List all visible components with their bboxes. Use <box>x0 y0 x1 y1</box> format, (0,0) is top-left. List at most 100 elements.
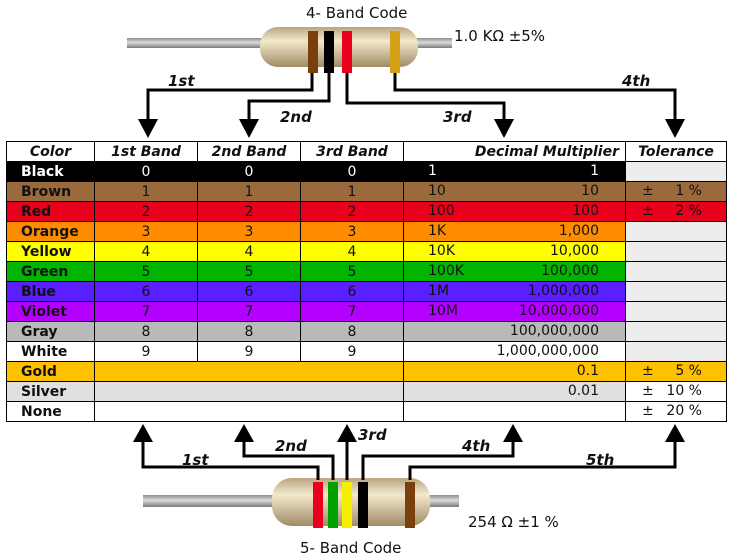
tolerance-cell <box>625 161 727 182</box>
band3-digit-cell: 0 <box>300 161 404 182</box>
label-top-2nd: 2nd <box>280 108 312 126</box>
band2-digit-cell: 9 <box>197 341 301 362</box>
tolerance-cell: ±10 % <box>625 381 727 402</box>
band2-digit-cell: 8 <box>197 321 301 342</box>
band-digits-empty-cell <box>94 361 404 382</box>
band2-digit-cell: 3 <box>197 221 301 242</box>
band2-digit-cell: 5 <box>197 261 301 282</box>
band-yellow-bottom <box>342 482 352 528</box>
arrowhead-up-2nd <box>234 424 254 442</box>
band-brown-bottom <box>405 482 415 528</box>
table-row: None ±20 % <box>6 401 727 422</box>
multiplier-cell: 0.01 <box>403 381 626 402</box>
arrow-bottom-2nd <box>242 438 335 480</box>
band3-digit-cell: 9 <box>300 341 404 362</box>
multiplier-short: 10M <box>428 303 458 319</box>
band2-digit-cell: 4 <box>197 241 301 262</box>
arrowheads-bottom <box>133 424 685 442</box>
tolerance-cell: ±1 % <box>625 181 727 202</box>
header-3rd-band: 3rd Band <box>300 141 404 162</box>
band2-digit-cell: 2 <box>197 201 301 222</box>
multiplier-cell: 10M 10,000,000 <box>403 301 626 322</box>
color-name-cell: White <box>6 341 95 362</box>
band-gold <box>390 31 400 73</box>
multiplier-short: 100 <box>428 203 455 219</box>
multiplier-full: 0.1 <box>576 363 599 379</box>
header-decimal-multiplier: Decimal Multiplier <box>403 141 626 162</box>
label-bottom-3rd: 3rd <box>358 426 387 444</box>
label-bottom-2nd: 2nd <box>275 437 307 455</box>
multiplier-full: 10 <box>581 183 599 199</box>
title-4-band: 4- Band Code <box>306 4 408 22</box>
multiplier-short: 1M <box>428 283 449 299</box>
band2-digit-cell: 0 <box>197 161 301 182</box>
arrows-bottom <box>141 438 677 480</box>
arrowhead-down-2nd <box>239 119 259 138</box>
band3-digit-cell: 8 <box>300 321 404 342</box>
header-color: Color <box>6 141 95 162</box>
tolerance-cell <box>625 241 727 262</box>
arrowhead-up-1st <box>133 424 153 442</box>
multiplier-full: 1,000 <box>558 223 599 239</box>
multiplier-short: 10 <box>428 183 446 199</box>
color-name-cell: Yellow <box>6 241 95 262</box>
multiplier-full: 10,000,000 <box>518 303 599 319</box>
arrowhead-down-1st <box>138 119 158 138</box>
tolerance-cell <box>625 281 727 302</box>
label-top-1st: 1st <box>168 72 195 90</box>
header-1st-band: 1st Band <box>94 141 198 162</box>
arrowheads-top <box>138 119 685 138</box>
multiplier-full: 100 <box>572 203 599 219</box>
color-name-cell: Green <box>6 261 95 282</box>
tolerance-cell: ±2 % <box>625 201 727 222</box>
arrowhead-up-3rd <box>337 424 357 442</box>
resistor-5-band <box>143 478 459 528</box>
multiplier-full: 1,000,000,000 <box>496 343 599 359</box>
color-name-cell: Red <box>6 201 95 222</box>
band1-digit-cell: 0 <box>94 161 198 182</box>
band1-digit-cell: 5 <box>94 261 198 282</box>
label-bottom-1st: 1st <box>182 451 209 469</box>
color-name-cell: None <box>6 401 95 422</box>
color-code-table: Color 1st Band 2nd Band 3rd Band Decimal… <box>6 141 727 422</box>
resistor-4-band <box>127 27 452 73</box>
color-name-cell: Black <box>6 161 95 182</box>
tolerance-cell <box>625 341 727 362</box>
color-name-cell: Gold <box>6 361 95 382</box>
band1-digit-cell: 7 <box>94 301 198 322</box>
arrows-top <box>146 73 677 122</box>
plus-minus-symbol: ± <box>642 363 654 379</box>
band3-digit-cell: 2 <box>300 201 404 222</box>
arrow-top-1st <box>146 73 314 122</box>
header-tolerance: Tolerance <box>625 141 727 162</box>
band3-digit-cell: 4 <box>300 241 404 262</box>
band1-digit-cell: 9 <box>94 341 198 362</box>
band3-digit-cell: 1 <box>300 181 404 202</box>
tolerance-value: 10 % <box>666 383 702 399</box>
label-bottom-4th: 4th <box>462 437 491 455</box>
band1-digit-cell: 3 <box>94 221 198 242</box>
plus-minus-symbol: ± <box>642 403 654 419</box>
label-bottom-5th: 5th <box>586 451 615 469</box>
tolerance-cell: ±20 % <box>625 401 727 422</box>
arrow-top-2nd <box>247 73 331 122</box>
band1-digit-cell: 1 <box>94 181 198 202</box>
resistor-body-top <box>260 27 418 67</box>
label-top-3rd: 3rd <box>443 108 472 126</box>
header-2nd-band: 2nd Band <box>197 141 301 162</box>
label-top-4th: 4th <box>622 72 651 90</box>
multiplier-short: 10K <box>428 243 455 259</box>
multiplier-short: 100K <box>428 263 464 279</box>
